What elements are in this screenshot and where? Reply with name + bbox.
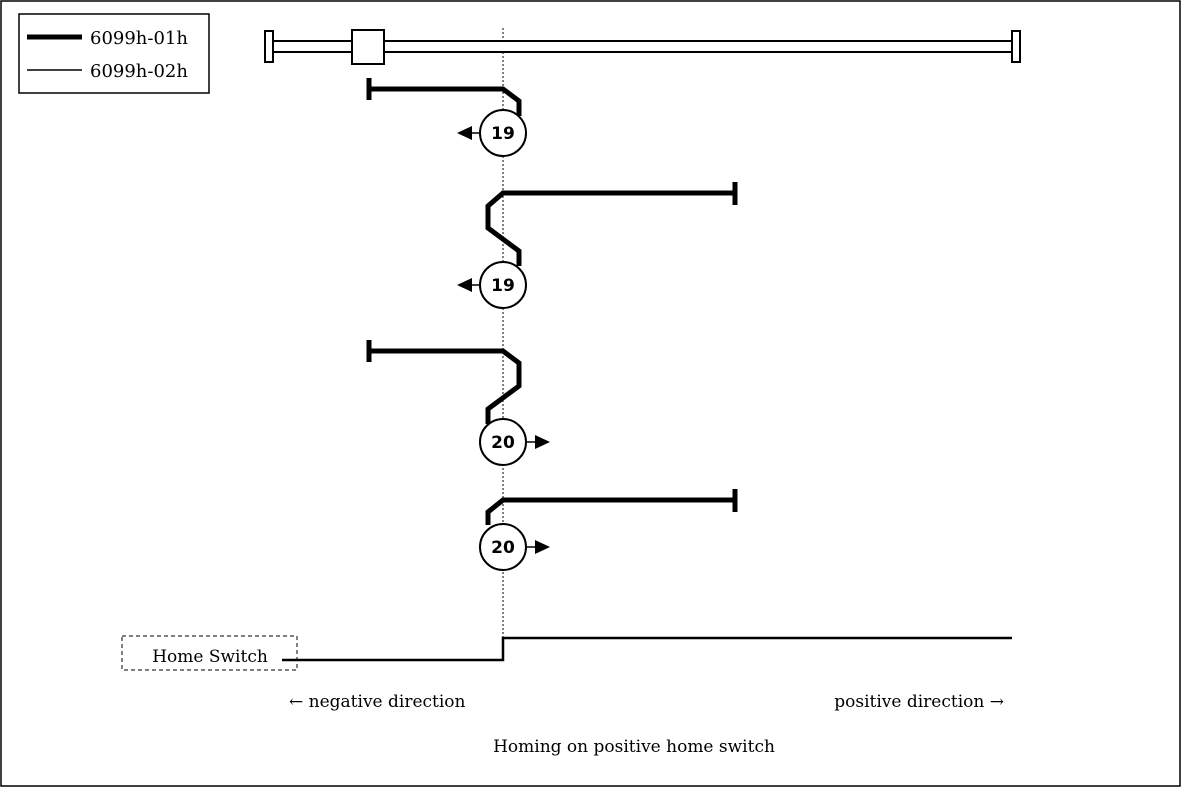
legend-box	[18, 13, 210, 94]
travel-rail	[264, 29, 1021, 65]
mode-path-19-b: 19	[457, 182, 738, 309]
mode-number: 20	[491, 538, 515, 558]
rail-carriage	[351, 29, 385, 65]
legend: 6099h-01h 6099h-02h	[18, 13, 210, 94]
mode-number: 19	[491, 124, 515, 144]
home-switch-label: Home Switch	[152, 647, 268, 667]
direction-arrow-left-icon	[457, 126, 472, 140]
legend-label-thick: 6099h-01h	[90, 28, 188, 49]
path-line	[369, 86, 522, 116]
path-line	[485, 497, 735, 525]
home-switch-signal: Home Switch	[121, 635, 1012, 671]
direction-arrow-right-icon	[535, 540, 550, 554]
mode-path-19-a: 19	[366, 78, 527, 157]
mode-number: 20	[491, 433, 515, 453]
path-line	[485, 190, 735, 266]
mode-number: 19	[491, 276, 515, 296]
negative-direction-label: ← negative direction	[289, 692, 466, 712]
mode-path-20-b: 20	[479, 489, 738, 571]
mode-path-20-a: 20	[366, 340, 550, 466]
positive-direction-label: positive direction →	[834, 692, 1004, 712]
rail-left-end-stop	[264, 30, 274, 63]
direction-arrow-right-icon	[535, 435, 550, 449]
direction-arrow-left-icon	[457, 278, 472, 292]
path-line	[369, 348, 522, 424]
home-switch-label-box	[121, 635, 298, 671]
legend-label-thin: 6099h-02h	[90, 61, 188, 82]
home-switch-waveform	[282, 636, 1012, 662]
diagram-caption: Homing on positive home switch	[493, 737, 775, 757]
rail-right-end-stop	[1011, 30, 1021, 63]
